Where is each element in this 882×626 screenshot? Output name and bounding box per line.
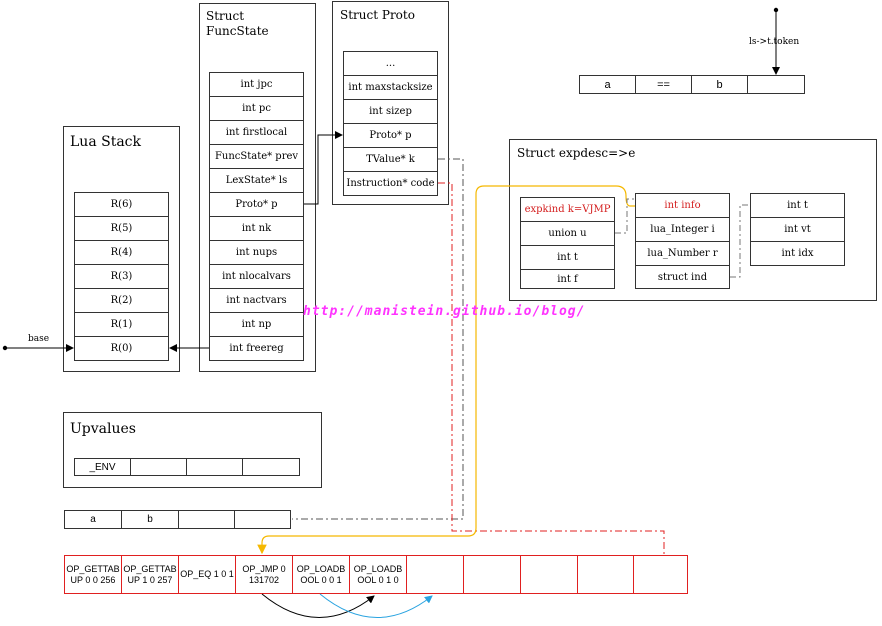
token-cell: a: [579, 75, 636, 94]
funcstate-field: Proto* p: [209, 192, 304, 217]
proto-title: Struct Proto: [340, 8, 415, 22]
upvalue-cell: _ENV: [74, 458, 131, 476]
funcstate-field: LexState* ls: [209, 168, 304, 193]
jmp-arc-black: [261, 593, 375, 618]
funcstate-title: Struct FuncState: [206, 9, 269, 38]
funcstate-field: int freereg: [209, 336, 304, 361]
funcstate-field: int firstlocal: [209, 120, 304, 145]
ind-field: int vt: [750, 217, 845, 242]
constant-cell: a: [64, 510, 122, 529]
funcstate-field: int jpc: [209, 72, 304, 97]
token-cell: [747, 75, 805, 94]
proto-field: Instruction* code: [343, 171, 438, 196]
register-cell: R(6): [74, 192, 169, 217]
expdesc-title: Struct expdesc=>e: [517, 146, 636, 160]
register-cell: R(1): [74, 312, 169, 337]
token-label: ls->t.token: [749, 37, 800, 47]
proto-field: Proto* p: [343, 123, 438, 148]
register-cell: R(5): [74, 216, 169, 241]
constant-cell: b: [121, 510, 179, 529]
token-cell: b: [691, 75, 748, 94]
ind-field: int t: [750, 193, 845, 218]
code-cell: OP_JMP 0 131702: [235, 555, 293, 594]
lua-stack-title: Lua Stack: [70, 134, 141, 150]
funcstate-field: int nlocalvars: [209, 264, 304, 289]
base-dot: [2, 345, 8, 351]
proto-field: TValue* k: [343, 147, 438, 172]
upvalues-title: Upvalues: [70, 421, 136, 437]
proto-field: int sizep: [343, 99, 438, 124]
funcstate-field: int nactvars: [209, 288, 304, 313]
token-cell: ==: [635, 75, 692, 94]
constant-cell: [234, 510, 291, 529]
code-cell: OP_LOADB OOL 0 1 0: [349, 555, 407, 594]
union-field: lua_Number r: [635, 241, 730, 266]
register-cell: R(3): [74, 264, 169, 289]
funcstate-field: int nk: [209, 216, 304, 241]
upvalue-cell: [130, 458, 187, 476]
token-dot: [773, 7, 779, 13]
proto-field: int maxstacksize: [343, 75, 438, 100]
base-label: base: [28, 334, 50, 344]
funcstate-field: int np: [209, 312, 304, 337]
funcstate-field: FuncState* prev: [209, 144, 304, 169]
code-cell: OP_GETTAB UP 0 0 256: [64, 555, 122, 594]
code-cell: [463, 555, 521, 594]
funcstate-field: int pc: [209, 96, 304, 121]
upvalue-cell: [242, 458, 300, 476]
code-cell: OP_GETTAB UP 1 0 257: [121, 555, 179, 594]
code-cell: [633, 555, 688, 594]
upvalue-cell: [186, 458, 243, 476]
constant-cell: [178, 510, 235, 529]
union-field: lua_Integer i: [635, 217, 730, 242]
code-cell: [520, 555, 578, 594]
union-field: int info: [635, 193, 730, 218]
code-cell: OP_EQ 1 0 1: [178, 555, 236, 594]
expdesc-field: int t: [520, 245, 615, 270]
register-cell: R(0): [74, 336, 169, 361]
funcstate-field: int nups: [209, 240, 304, 265]
proto-field: ...: [343, 51, 438, 76]
code-cell: OP_LOADB OOL 0 0 1: [292, 555, 350, 594]
expdesc-field: int f: [520, 269, 615, 289]
code-cell: [406, 555, 464, 594]
register-cell: R(2): [74, 288, 169, 313]
ind-field: int idx: [750, 241, 845, 266]
jmp-arc-blue: [319, 593, 433, 618]
union-field: struct ind: [635, 265, 730, 289]
register-cell: R(4): [74, 240, 169, 265]
expdesc-field: union u: [520, 221, 615, 246]
watermark-text: http://manistein.github.io/blog/: [303, 304, 586, 319]
expdesc-field: expkind k=VJMP: [520, 197, 615, 222]
code-cell: [577, 555, 634, 594]
